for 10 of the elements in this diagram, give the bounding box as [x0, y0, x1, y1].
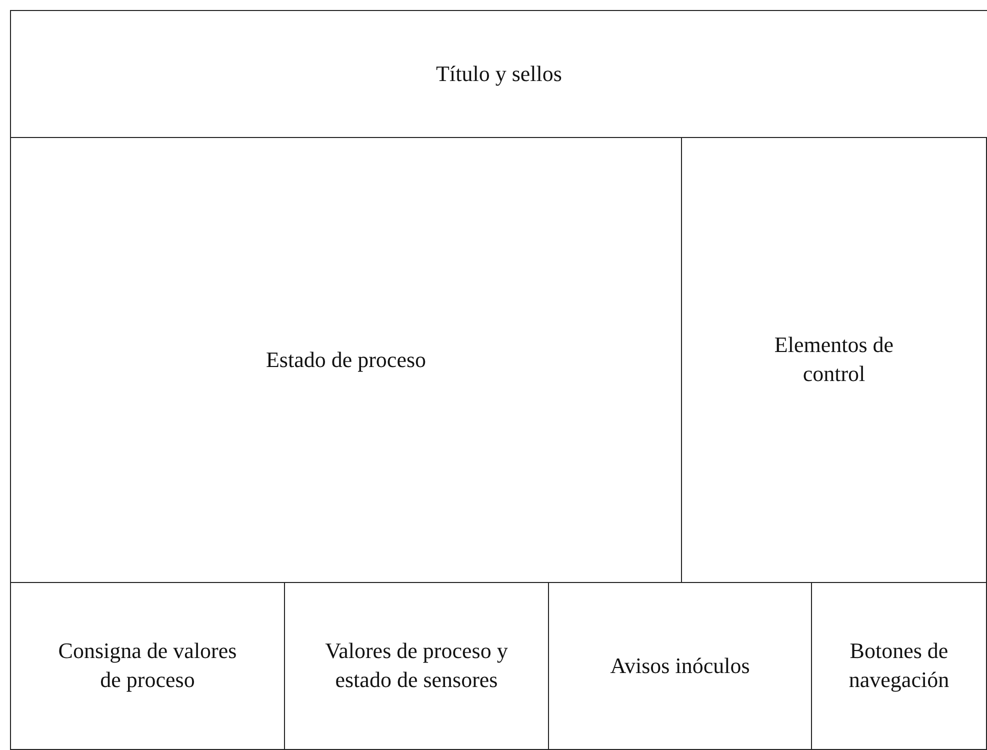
panel-label: Título y sellos: [435, 60, 563, 88]
panel-label: Consigna de valores de proceso: [57, 637, 238, 694]
panel-label: Valores de proceso y estado de sensores: [324, 637, 509, 694]
panel-label: Botones de navegación: [848, 637, 950, 694]
panel-label: Avisos inóculos: [609, 652, 751, 680]
panel-label: Estado de proceso: [264, 346, 428, 374]
panel-label: Elementos de control: [773, 331, 895, 388]
layout-panel: [10, 582, 285, 750]
layout-panel: [10, 10, 987, 138]
layout-panel: [811, 582, 987, 750]
